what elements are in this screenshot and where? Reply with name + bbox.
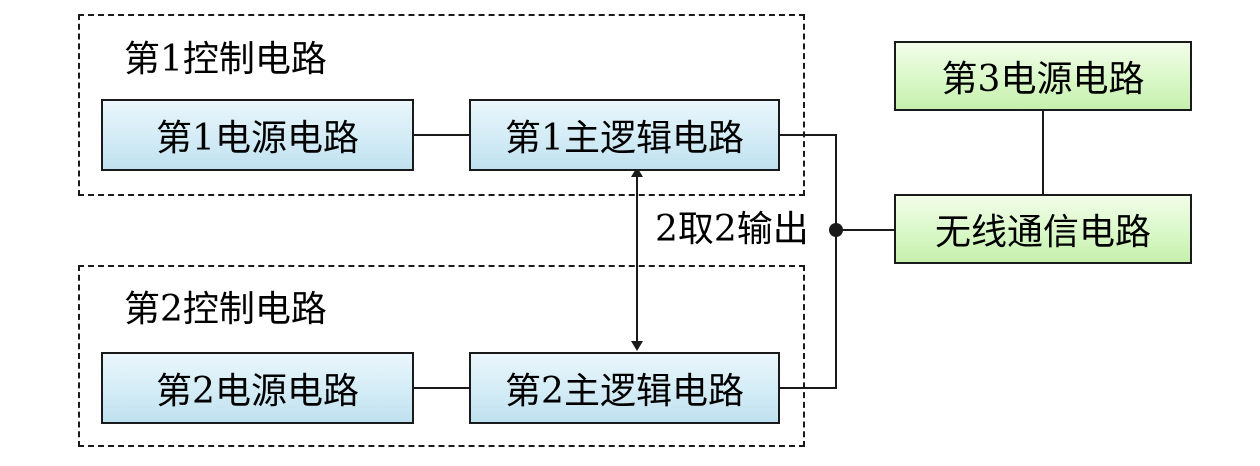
main-logic-circuit-1: 第1主逻辑电路 [469, 99, 780, 171]
junction-dot [829, 223, 843, 237]
two-of-two-output-label: 2取2输出 [655, 209, 809, 250]
power-circuit-2: 第2电源电路 [101, 352, 414, 424]
power-circuit-3-label: 第3电源电路 [941, 59, 1145, 100]
power-circuit-1: 第1电源电路 [101, 99, 414, 171]
wireless-comm-circuit: 无线通信电路 [894, 194, 1192, 264]
main-logic-circuit-2: 第2主逻辑电路 [469, 352, 780, 424]
main-logic-circuit-2-label: 第2主逻辑电路 [505, 371, 744, 412]
wire-logic1-bus [780, 134, 837, 230]
power-circuit-2-label: 第2电源电路 [156, 371, 359, 412]
control-group-1-label: 第1控制电路 [124, 39, 327, 80]
wire-logic2-bus [780, 230, 837, 389]
control-group-2 [78, 265, 805, 447]
power-circuit-3: 第3电源电路 [894, 41, 1192, 111]
control-group-1 [78, 14, 805, 196]
power-circuit-1-label: 第1电源电路 [156, 118, 359, 159]
wireless-comm-circuit-label: 无线通信电路 [934, 212, 1151, 253]
main-logic-circuit-1-label: 第1主逻辑电路 [505, 118, 744, 159]
control-group-2-label: 第2控制电路 [124, 289, 327, 330]
